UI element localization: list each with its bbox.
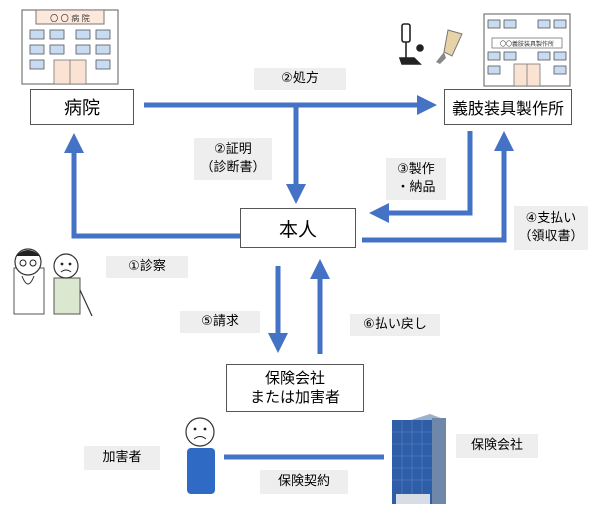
insurer-box: 保険会社 または加害者: [226, 364, 364, 412]
maker-building-icon: [483, 13, 571, 87]
manufacture-label: ③製作 ・納品: [386, 158, 446, 200]
perpetrator-icon: [185, 417, 215, 494]
prosthetic-leg-icon: [398, 23, 424, 65]
patient-icon: [53, 253, 93, 317]
claim-label: ⑤請求: [180, 311, 260, 333]
certificate-label: ②証明 （診断書）: [194, 138, 272, 180]
exam-arrow: [64, 133, 240, 239]
hospital-sign-text: 〇 〇 病 院: [50, 13, 90, 23]
doctor-icon: [13, 248, 45, 315]
prescription-label: ②処方: [254, 68, 346, 90]
perpetrator-label: 加害者: [84, 446, 160, 470]
payment-arrow: [362, 131, 514, 243]
person-box: 本人: [240, 208, 356, 248]
hospital-building-icon: [21, 9, 119, 85]
prosthetic-arm-icon: [436, 29, 463, 64]
payment-label: ④支払い （領収書）: [514, 206, 588, 250]
person-label: 本人: [278, 218, 317, 241]
maker-box: 義肢装具製作所: [444, 89, 572, 125]
refund-label: ⑥払い戻し: [350, 314, 440, 336]
delivery-arrow: [369, 131, 473, 223]
contract-label: 保険契約: [260, 470, 348, 494]
insurer-building-label: 保険会社: [456, 434, 538, 458]
hospital-box: 病院: [30, 89, 134, 125]
exam-label: ①診察: [106, 256, 188, 278]
insurer-label: 保険会社 または加害者: [249, 369, 340, 406]
maker-sign-text: 〇〇義肢装具製作所: [500, 40, 554, 48]
hospital-label: 病院: [64, 98, 100, 119]
insurance-tower-icon: [392, 414, 446, 504]
maker-label: 義肢装具製作所: [451, 99, 564, 118]
